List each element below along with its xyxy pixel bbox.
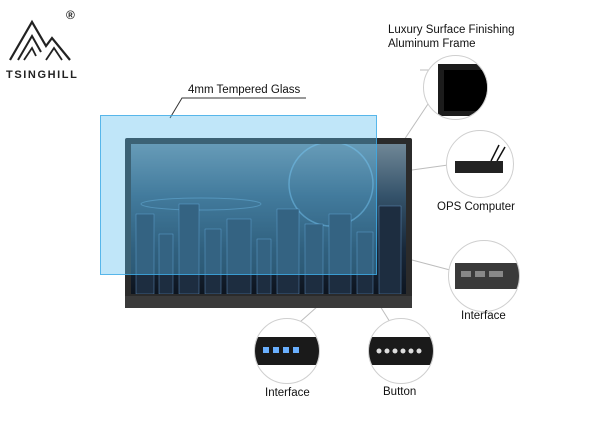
frame-detail-circle [423,55,488,120]
frame-label-line1: Luxury Surface Finishing [388,24,515,36]
tempered-glass-panel [100,115,377,275]
side-interface-label: Interface [461,310,506,322]
ops-label: OPS Computer [437,201,515,213]
button-detail-circle [368,318,434,384]
buttons-image [369,337,433,365]
mountain-logo-icon [9,19,71,61]
glass-label: 4mm Tempered Glass [188,84,301,96]
monitor-bezel-bottom [125,296,412,308]
frame-corner-image [438,64,487,116]
bottom-interface-circle [254,318,320,384]
frame-label-line2: Aluminum Frame [388,38,476,50]
brand-name: TSINGHILL [6,69,79,81]
ops-detail-circle [446,130,514,198]
bottom-ports-image [255,337,319,365]
registered-mark: ® [66,8,75,22]
button-label: Button [383,386,417,398]
side-interface-circle [448,240,520,312]
bottom-interface-label: Interface [265,387,310,399]
ops-computer-image [455,144,506,173]
side-ports-image [455,263,519,289]
